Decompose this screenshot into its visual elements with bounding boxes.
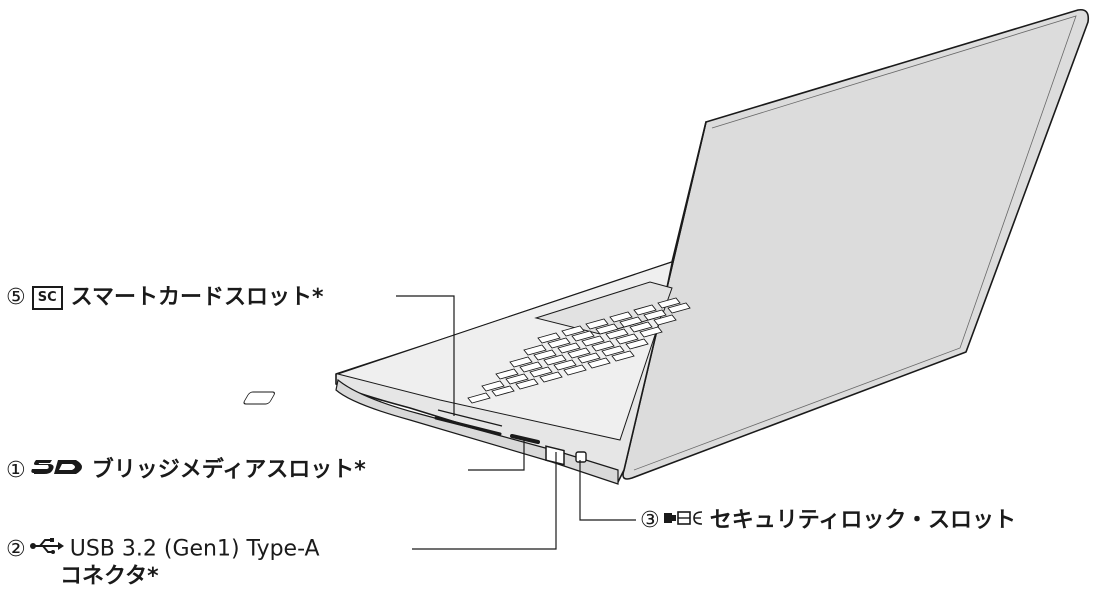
security-lock-port: [575, 451, 587, 463]
keyboard-key: [625, 338, 649, 350]
leader-security: [579, 460, 636, 521]
callout-number-3: ③: [640, 508, 660, 533]
keyboard-key: [595, 323, 619, 335]
keyboard-key: [667, 302, 691, 314]
keyboard-key: [495, 368, 519, 380]
keyboard-key: [643, 309, 667, 321]
keyboard-key: [563, 364, 587, 376]
microsd-slot-port: [510, 434, 540, 444]
keyboard-key: [561, 325, 585, 337]
keyboard-key: [519, 361, 543, 373]
keyboard-key: [633, 304, 657, 316]
usb-symbol-icon: [29, 536, 64, 563]
keyboard-key: [605, 328, 629, 340]
keyboard-key: [539, 371, 563, 383]
sd-card-logo-icon: [30, 457, 86, 484]
laptop-lid: [622, 8, 1090, 480]
keyboard-key: [523, 344, 547, 356]
label-security-lock-slot: ③ セキュリティロック・スロット: [640, 508, 1016, 534]
leader-usb: [412, 452, 557, 550]
smartcard-slot-port: [437, 409, 503, 427]
keyboard-key: [577, 352, 601, 364]
keyboard-key: [639, 326, 663, 338]
bridge-media-slot-text: ブリッジメディアスロット*: [91, 457, 366, 483]
keyboard-key: [557, 342, 581, 354]
security-lock-icon: [663, 508, 704, 534]
sc-badge-icon: SC: [31, 286, 63, 310]
keyboard-key: [467, 392, 491, 404]
keyboard-key: [591, 340, 615, 352]
keyboard-key: [505, 373, 529, 385]
keyboard: [243, 391, 275, 405]
keyboard-key: [629, 321, 653, 333]
label-usb-connector-line2: コネクタ*: [60, 564, 159, 590]
sd-slot-port: [434, 416, 502, 436]
keyboard-key: [491, 385, 515, 397]
leader-smartcard: [396, 295, 455, 416]
keyboard-key: [509, 356, 533, 368]
usb-connector-text-line2: コネクタ*: [60, 564, 159, 589]
security-lock-slot-text: セキュリティロック・スロット: [709, 508, 1016, 533]
keyboard-key: [619, 316, 643, 328]
keyboard-key: [657, 297, 681, 309]
keyboard-key: [653, 314, 677, 326]
keyboard-key: [553, 359, 577, 371]
label-bridge-media-slot: ① ブリッジメディアスロット*: [6, 457, 366, 484]
keyboard-key: [571, 330, 595, 342]
keyboard-key: [609, 311, 633, 323]
callout-number-2: ②: [6, 536, 26, 562]
usb-connector-text-line1: USB 3.2 (Gen1) Type-A: [69, 536, 320, 562]
label-usb-connector: ② USB 3.2 (Gen1) Type-A: [6, 536, 320, 563]
keyboard-key: [581, 335, 605, 347]
keyboard-key: [611, 350, 635, 362]
callout-number-1: ①: [6, 457, 26, 483]
keyboard-key: [529, 366, 553, 378]
keyboard-key: [515, 378, 539, 390]
smartcard-slot-text: スマートカードスロット*: [70, 285, 324, 310]
usb-port: [545, 445, 565, 466]
keyboard-key: [615, 333, 639, 345]
keyboard-key: [585, 318, 609, 330]
leader-sd: [468, 440, 525, 471]
leader-lines: [396, 295, 636, 550]
keyboard-key: [537, 332, 561, 344]
keyboard-key: [567, 347, 591, 359]
keyboard-key: [587, 357, 611, 369]
keyboard-key: [543, 354, 567, 366]
lid-inner-edge: [633, 15, 1077, 471]
keyboard-key: [533, 349, 557, 361]
callout-number-5: ⑤: [6, 285, 26, 310]
keyboard-key: [547, 337, 571, 349]
keyboard-key: [601, 345, 625, 357]
keyboard-key: [481, 380, 505, 392]
keyboard-keys: [467, 297, 691, 404]
